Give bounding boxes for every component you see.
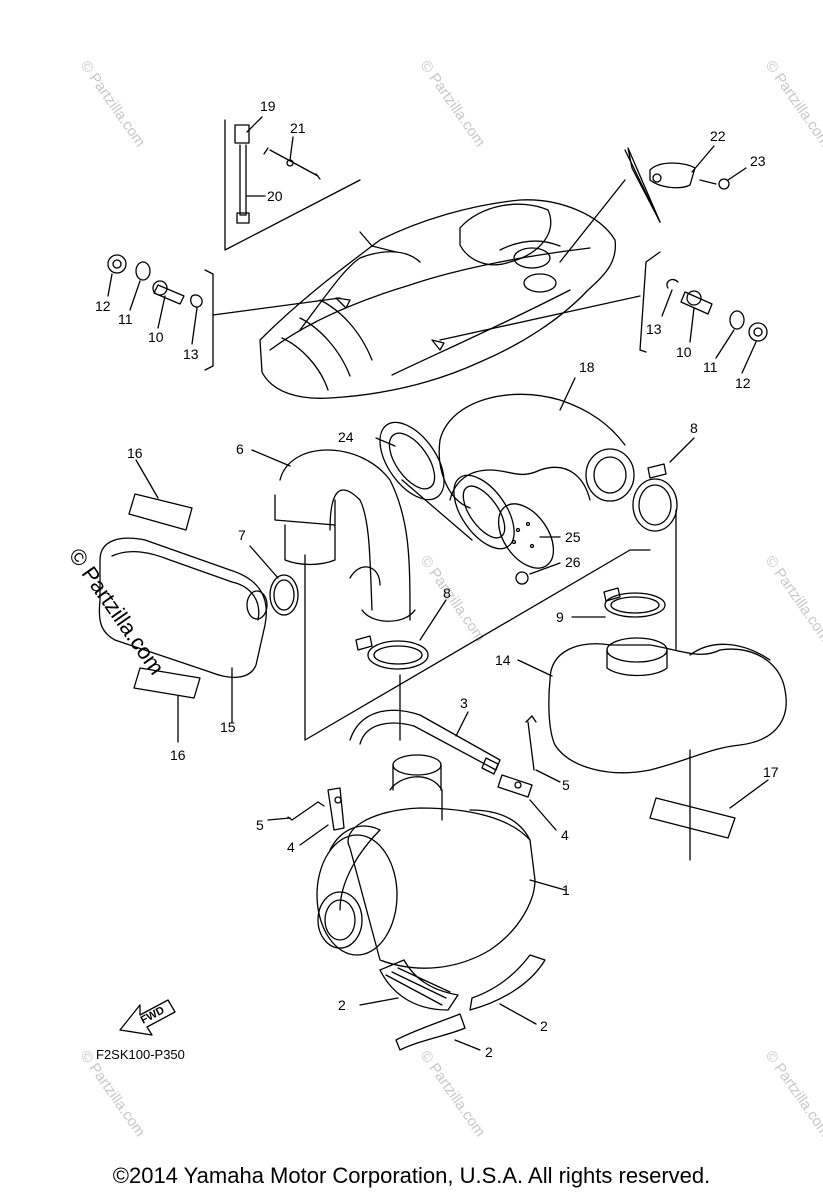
brackets-4-screws-5 [267,715,561,846]
fitting-group-left [107,254,341,371]
callout: 14 [495,652,511,668]
clamp-9 [571,587,666,618]
bracket-detail [559,145,747,263]
callout: 4 [561,827,569,843]
callout: 2 [338,997,346,1013]
callout: 2 [540,1018,548,1034]
watermark: © Partzilla.com [77,58,149,151]
fitting-group-right [439,251,768,374]
clamp-8-center [355,599,447,670]
strap-3 [349,709,501,775]
callout: 25 [565,529,581,545]
callout: 5 [256,817,264,833]
clamp-8-right [632,437,695,532]
watermark-main: © Partzilla.com [64,544,170,680]
watermark: © Partzilla.com [762,553,823,646]
callout: 23 [750,153,766,169]
cable-tie-detail [224,116,361,251]
callout: 9 [556,609,564,625]
callout: 15 [220,719,236,735]
callout: 3 [460,695,468,711]
callout: 19 [260,98,276,114]
callout-layer: 19 21 20 22 23 12 11 10 13 13 10 11 12 1… [95,98,779,1062]
callout: 8 [443,585,451,601]
pads-16 [128,459,201,743]
callout: 17 [763,764,779,780]
copyright-footer: ©2014 Yamaha Motor Corporation, U.S.A. A… [112,1163,711,1188]
callout: 13 [646,321,662,337]
callout: 11 [118,311,133,327]
reference-lines [304,509,691,861]
gasket-plate-group [375,421,561,585]
callout: 12 [735,375,751,391]
callout: 18 [579,359,595,375]
forward-arrow: FWD [119,999,176,1036]
heat-shields-2 [359,954,546,1051]
water-lock-14 [517,637,787,774]
pad-17 [649,779,769,839]
callout: 1 [562,882,570,898]
callout: 7 [238,527,246,543]
callout: 16 [170,747,186,763]
callout: 11 [703,359,718,375]
elbow-6 [251,449,416,622]
callout: 8 [690,420,698,436]
callout: 4 [287,839,295,855]
exhaust-elbow-18 [438,377,635,509]
callout: 6 [236,441,244,457]
muffler-1 [316,754,566,969]
watermark: © Partzilla.com [762,1048,823,1141]
callout: 10 [676,344,692,360]
callout: 24 [338,429,354,445]
callout: 20 [267,188,283,204]
watermark: © Partzilla.com [417,553,489,646]
muffler-15 [98,537,268,723]
callout: 21 [290,120,306,136]
callout: 10 [148,329,164,345]
callout: 2 [485,1044,493,1060]
watermark: © Partzilla.com [417,1048,489,1141]
clamp-7 [249,545,299,616]
callout: 12 [95,298,111,314]
callout: 16 [127,445,143,461]
callout: 5 [562,777,570,793]
watermark: © Partzilla.com [762,58,823,151]
callout: 26 [565,554,581,570]
watercraft-hull [259,199,617,399]
callout: 13 [183,346,199,362]
watermark: © Partzilla.com [417,58,489,151]
diagram-code: F2SK100-P350 [96,1047,185,1062]
callout: 22 [710,128,726,144]
